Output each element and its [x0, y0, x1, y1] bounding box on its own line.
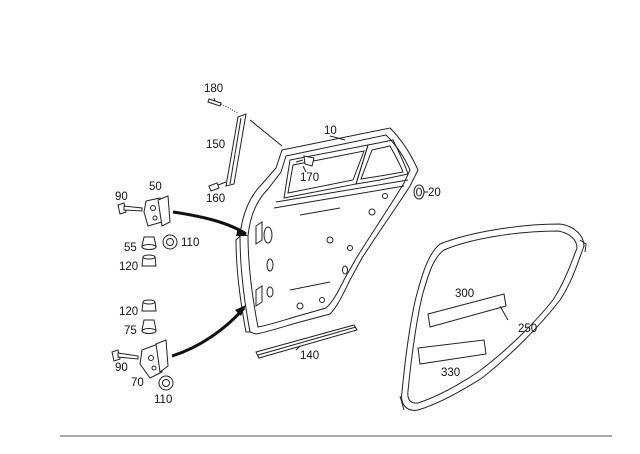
- lower-hinge-70: [139, 339, 169, 379]
- label-250: 250: [518, 323, 537, 335]
- label-120-lower: 120: [119, 306, 138, 318]
- insulation-pad-300: [427, 293, 507, 328]
- clip-160: [208, 181, 227, 192]
- callout-labels: 180 150 160 10 170 20 90 50 55 110 120 1…: [115, 83, 537, 406]
- label-75: 75: [124, 325, 137, 337]
- label-90-lower: 90: [115, 362, 128, 374]
- plug-20: [413, 184, 425, 200]
- cap-120-upper: [141, 254, 157, 267]
- label-10: 10: [324, 125, 337, 137]
- label-160: 160: [206, 193, 225, 205]
- label-180: 180: [204, 83, 223, 95]
- label-120-upper: 120: [119, 261, 138, 273]
- leader-lines: [213, 97, 509, 351]
- clip-170: [295, 155, 315, 167]
- insulation-pad-330: [417, 339, 487, 365]
- nut-110-lower: [158, 375, 174, 391]
- upper-hinge-50: [143, 195, 171, 227]
- label-150: 150: [206, 139, 225, 151]
- cap-120-lower: [141, 299, 157, 312]
- label-55: 55: [124, 242, 137, 254]
- label-70: 70: [131, 377, 144, 389]
- window-channel-strip: [225, 113, 283, 187]
- lower-hinge-arrowhead: [235, 305, 246, 316]
- label-170: 170: [300, 172, 319, 184]
- label-90-upper: 90: [115, 191, 128, 203]
- label-140: 140: [300, 350, 319, 362]
- sill-trim-140: [255, 324, 358, 359]
- upper-hinge-arrow: [172, 210, 247, 236]
- lower-hinge-arrow: [171, 307, 246, 358]
- screw-90-lower: [111, 349, 139, 362]
- screw-90-upper: [117, 202, 143, 215]
- label-50: 50: [149, 181, 162, 193]
- door-seal-250: [399, 223, 587, 411]
- label-110-lower: 110: [154, 394, 172, 406]
- label-300: 300: [455, 288, 474, 300]
- label-20: 20: [428, 187, 441, 199]
- nut-110-upper: [162, 234, 178, 250]
- door-shell: [235, 127, 419, 335]
- upper-hinge-arrowhead: [236, 228, 248, 236]
- bush-75: [141, 319, 157, 334]
- bolt-180: [207, 98, 239, 114]
- bush-55: [141, 236, 157, 250]
- label-110-upper: 110: [181, 237, 199, 249]
- label-330: 330: [441, 367, 460, 379]
